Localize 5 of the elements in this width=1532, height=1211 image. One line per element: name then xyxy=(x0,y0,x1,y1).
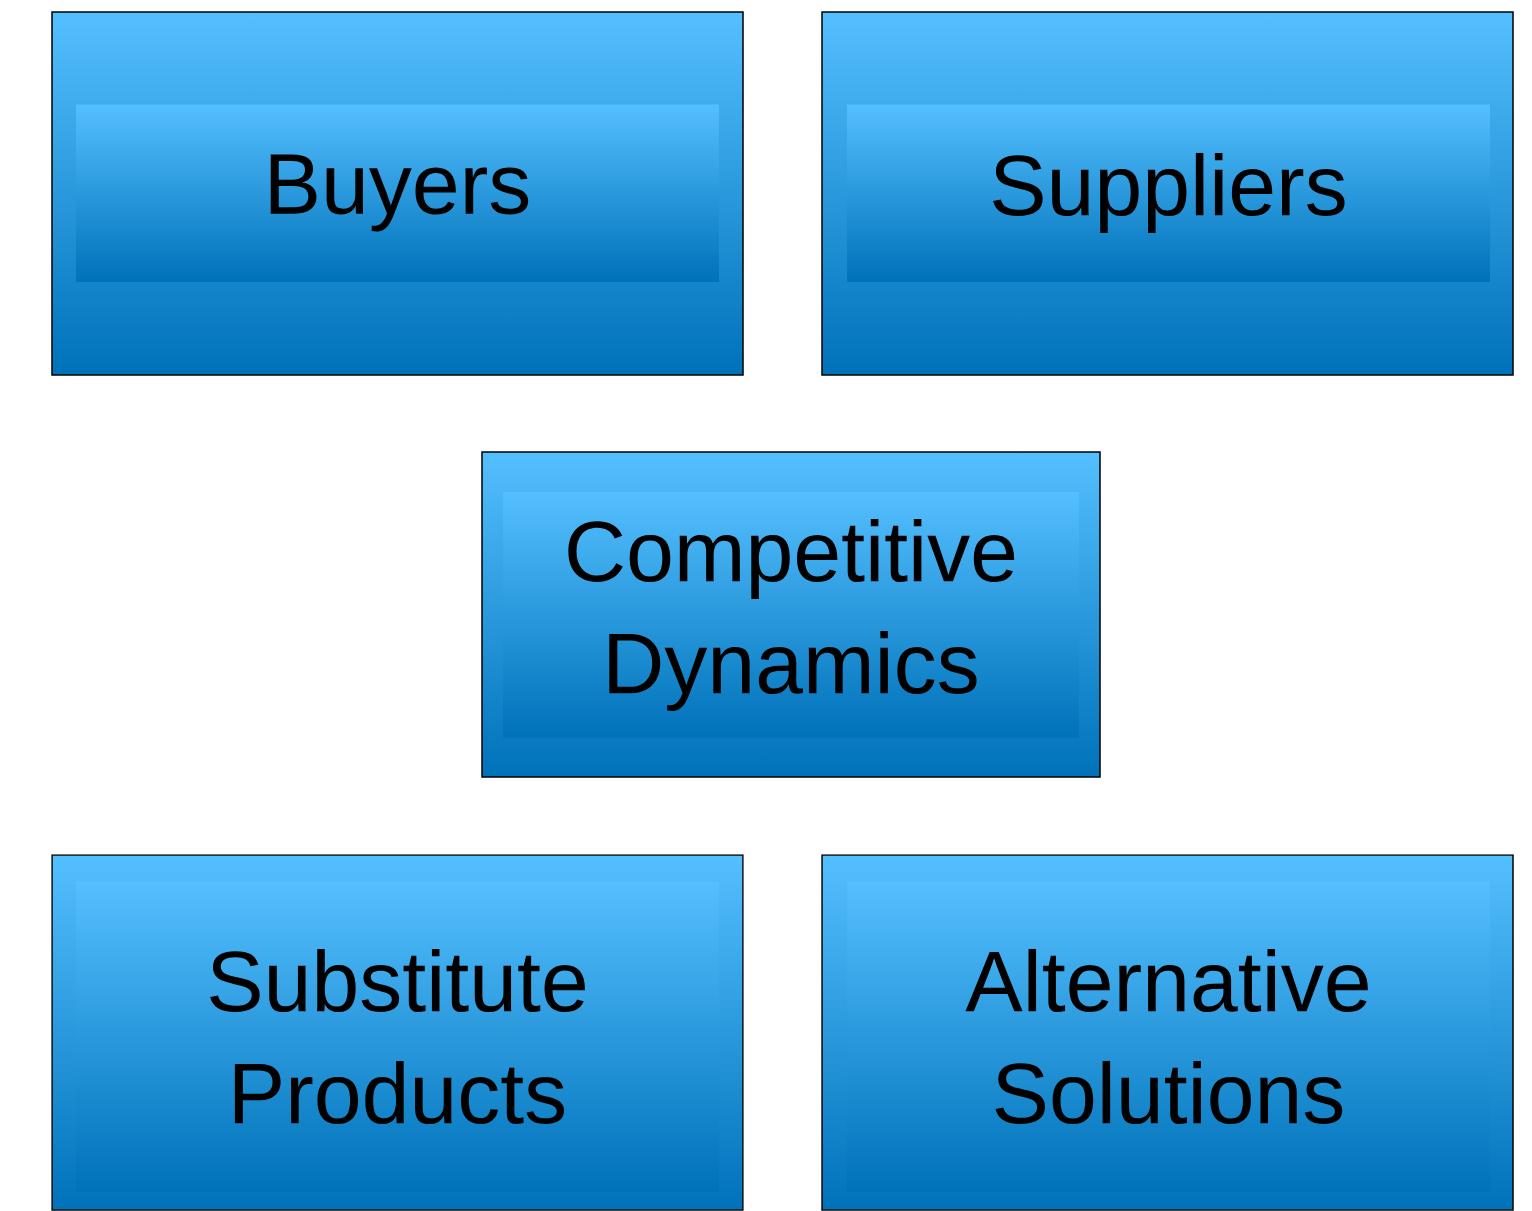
process-box: Buyers xyxy=(51,11,744,376)
process-box: Suppliers xyxy=(821,11,1514,376)
process-box: Competitive Dynamics xyxy=(481,451,1101,778)
process-box: Alternative Solutions xyxy=(821,854,1514,1211)
process-box: Substitute Products xyxy=(51,854,744,1211)
